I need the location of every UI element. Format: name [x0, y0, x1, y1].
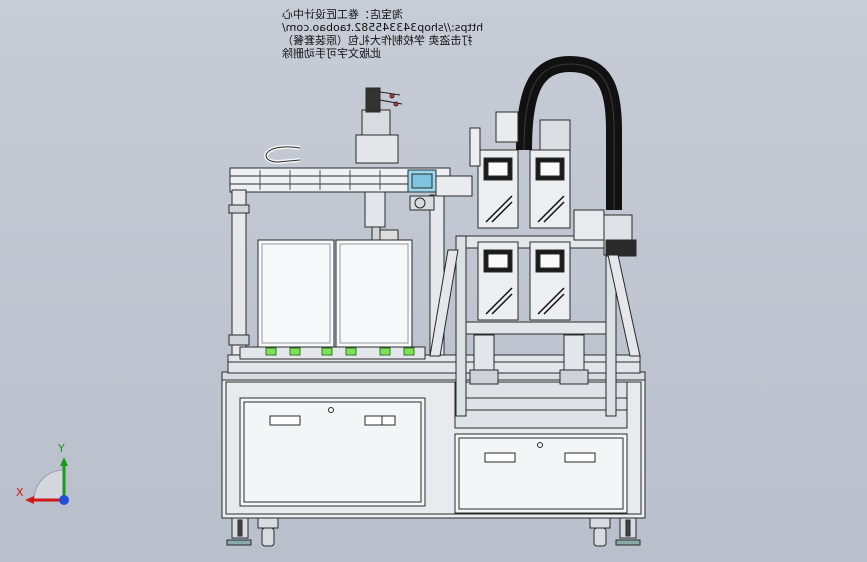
storage-bins	[257, 239, 413, 348]
green-conveyor	[239, 346, 426, 360]
axis-y-label: Y	[58, 442, 65, 455]
left-gantry	[228, 87, 473, 356]
robot-cable	[469, 55, 622, 210]
coordinate-triad	[25, 457, 69, 505]
axis-x-label: X	[16, 486, 24, 499]
right-assembly	[429, 149, 641, 417]
base-cabinet	[221, 354, 646, 519]
feet-casters	[226, 517, 641, 547]
